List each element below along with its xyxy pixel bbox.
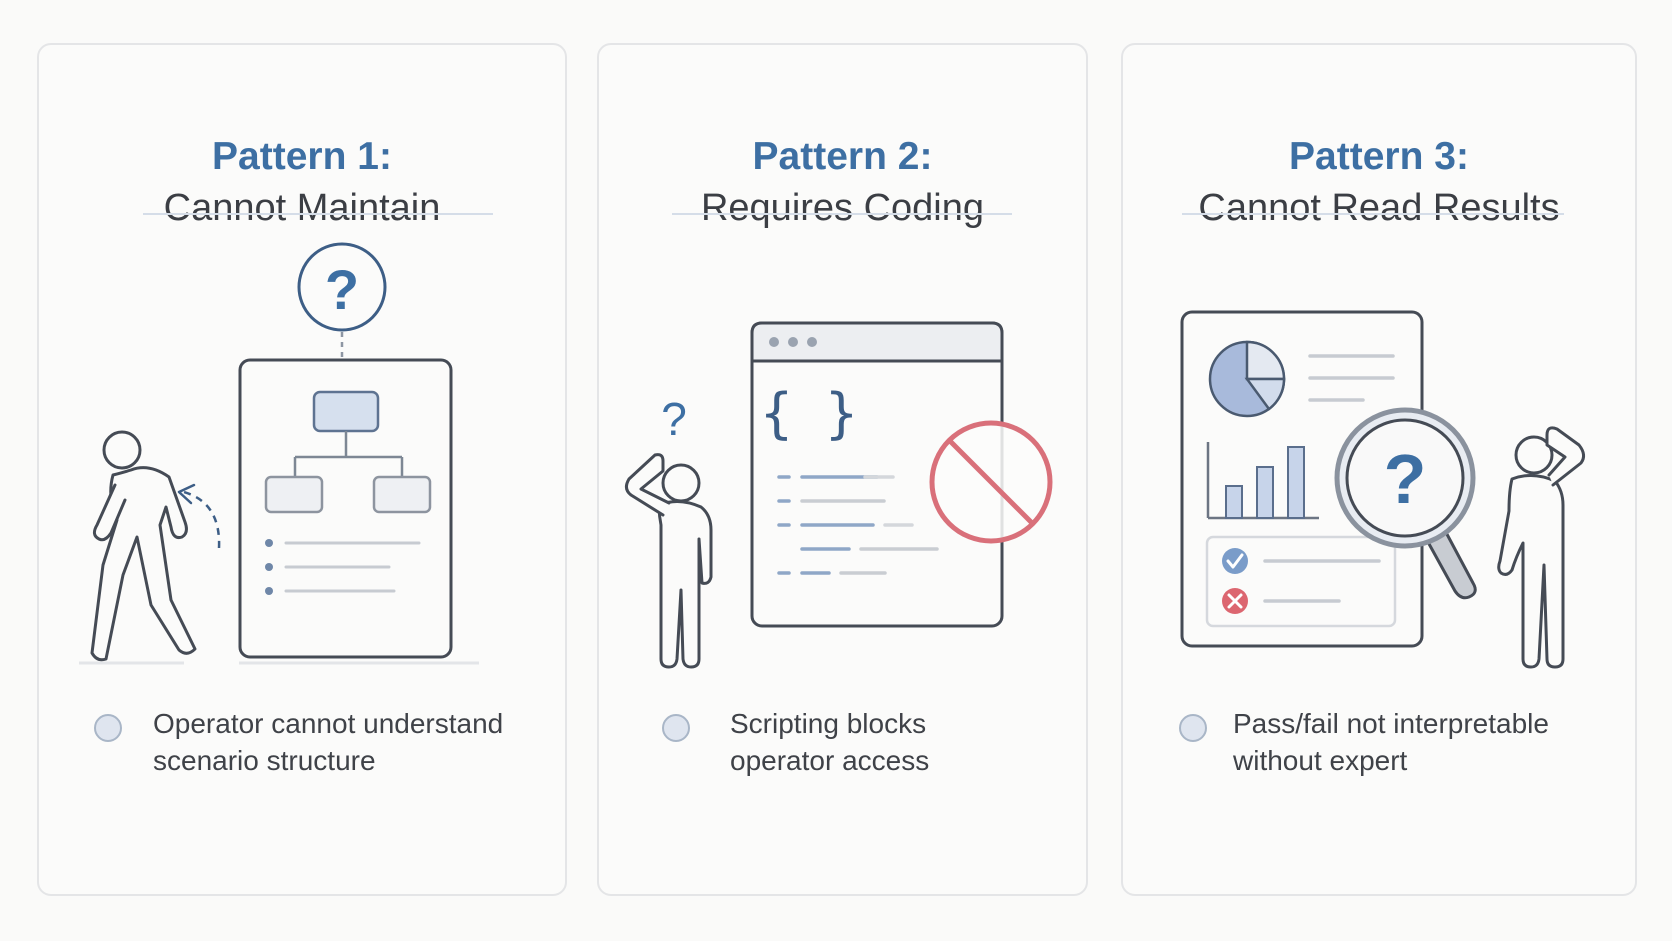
bullet-dot — [94, 714, 122, 742]
pie-chart-icon — [1208, 340, 1286, 418]
question-circle-icon: ? — [297, 242, 387, 332]
report-document-icon — [1180, 310, 1424, 648]
heading-divider — [672, 213, 1012, 215]
code-window-icon: { } — [750, 321, 1004, 628]
bullet-text: Pass/fail not interpretable without expe… — [1233, 708, 1549, 776]
pattern-title: Requires Coding — [700, 187, 985, 229]
check-icon — [1222, 548, 1248, 574]
bullet-dot — [1179, 714, 1207, 742]
prohibited-icon — [929, 420, 1053, 544]
pattern-title: Cannot Maintain — [163, 187, 441, 229]
code-braces: { } — [760, 382, 858, 445]
pattern-title: Cannot Read Results — [1198, 187, 1560, 229]
illustration-requires-coding: { } ? — [624, 321, 1053, 669]
svg-text:?: ? — [1384, 440, 1427, 518]
flowchart-document-icon — [238, 358, 453, 659]
confused-person-icon — [1497, 426, 1586, 669]
illustration-cannot-maintain: ? — [79, 242, 479, 665]
pattern-label: Pattern 2: — [752, 135, 933, 178]
bar-chart-icon — [1206, 442, 1319, 520]
card-heading: Pattern 2: Requires Coding — [599, 133, 1086, 233]
svg-text:?: ? — [325, 258, 359, 321]
walking-person-icon — [90, 430, 197, 662]
cross-icon — [1222, 588, 1248, 614]
pattern-card-3: Pattern 3: Cannot Read Results — [1121, 43, 1637, 896]
pattern-card-1: Pattern 1: Cannot Maintain ? — [37, 43, 567, 896]
dashed-arrow-icon — [177, 483, 221, 549]
bullet-text: Operator cannot understand scenario stru… — [153, 708, 504, 776]
pattern-label: Pattern 3: — [1289, 135, 1469, 178]
card-heading: Pattern 3: Cannot Read Results — [1123, 133, 1635, 233]
illustration-cannot-read-results: ? — [1180, 310, 1586, 669]
bullet-dot — [662, 714, 690, 742]
magnifier-question-icon: ? — [1334, 407, 1477, 600]
question-mark: ? — [661, 393, 687, 445]
confused-person-icon — [624, 453, 713, 669]
pattern-card-2: Pattern 2: Requires Coding { } — [597, 43, 1088, 896]
heading-divider — [1182, 213, 1564, 215]
pattern-label: Pattern 1: — [212, 135, 392, 178]
bullet-text: Scripting blocks operator access — [730, 708, 930, 776]
heading-divider — [143, 213, 493, 215]
card-heading: Pattern 1: Cannot Maintain — [39, 133, 565, 233]
